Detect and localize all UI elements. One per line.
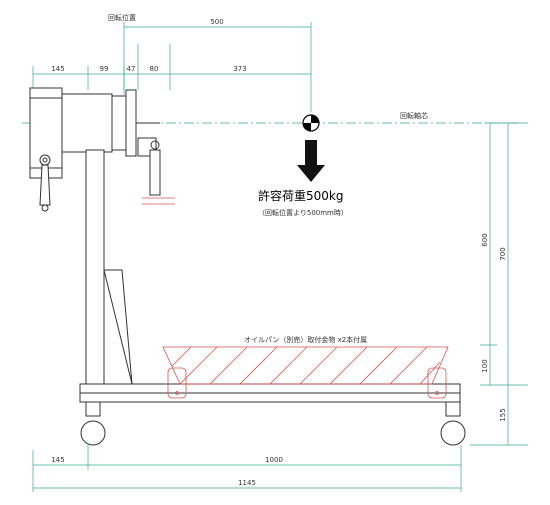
right-dimensions: 600 700 100 155: [470, 122, 528, 446]
label-allowable-load: 許容荷重500kg: [258, 188, 343, 203]
dim-373: 373: [233, 65, 246, 73]
dim-99: 99: [100, 65, 109, 73]
dim-1000: 1000: [265, 456, 283, 464]
dim-500: 500: [210, 18, 223, 26]
dim-100: 100: [481, 359, 489, 372]
load-indicator: 許容荷重500kg （回転位置より500mm時）: [258, 114, 348, 217]
dim-47: 47: [127, 65, 136, 73]
label-rotation-position: 回転位置: [108, 13, 136, 22]
dim-80: 80: [150, 65, 159, 73]
down-arrow-icon: [297, 140, 325, 182]
left-wheel: [80, 420, 106, 446]
right-wheel: [440, 420, 466, 446]
top-dimensions: 500 回転位置 145 99 47 80 373: [32, 13, 312, 112]
label-load-note: （回転位置より500mm時）: [258, 208, 348, 217]
crank-knob: [39, 154, 51, 166]
bottom-dimensions: 145 1000 1145: [32, 445, 462, 492]
engine-stand: [29, 87, 466, 446]
dim-1145: 1145: [238, 479, 256, 487]
oil-pan: オイルパン（別売）取付金物 x2本付属: [162, 335, 449, 385]
dim-155: 155: [499, 408, 507, 421]
dim-145-top: 145: [51, 65, 64, 73]
dim-600: 600: [481, 233, 489, 246]
dim-145-bottom: 145: [51, 456, 64, 464]
dim-700: 700: [499, 247, 507, 260]
label-oil-pan-note: オイルパン（別売）取付金物 x2本付属: [244, 335, 367, 344]
label-rotation-axis: 回転軸芯: [400, 111, 428, 120]
